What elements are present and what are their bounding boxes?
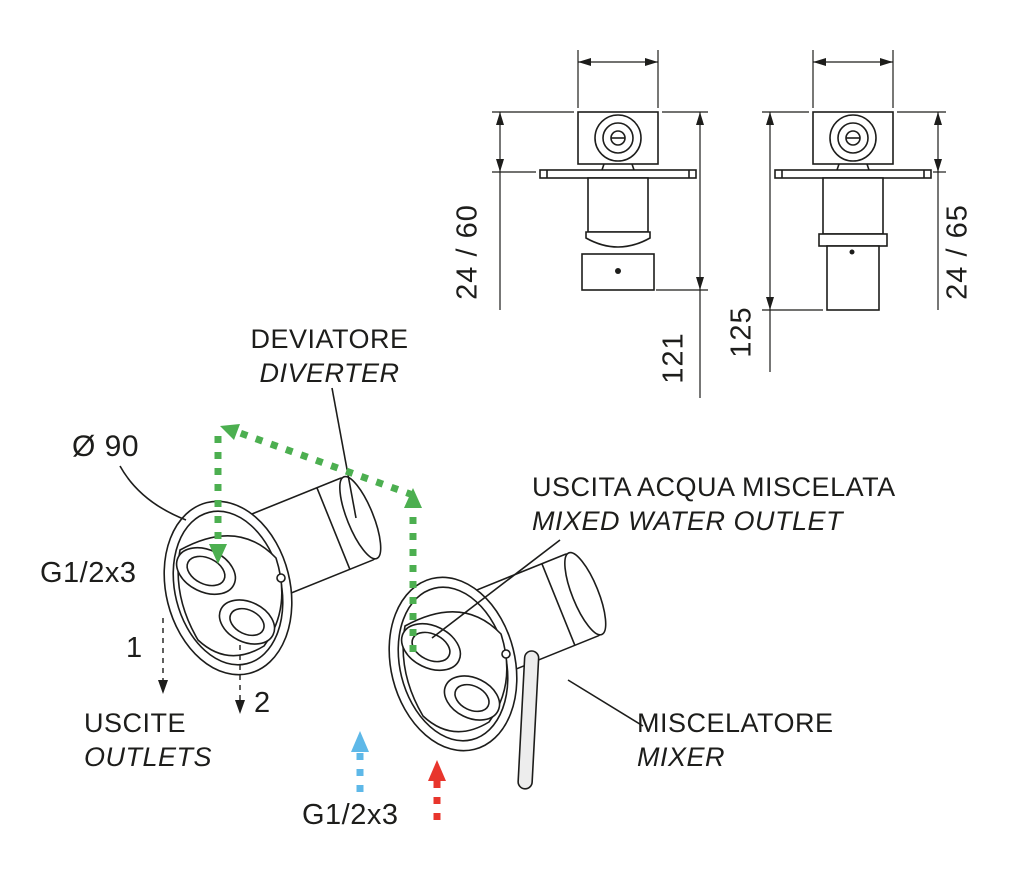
diverter-leader-line: [331, 387, 357, 519]
arrow-up-icon: [428, 760, 446, 781]
outlets-label-en: OUTLETS: [84, 742, 213, 772]
mixer-side-view: [762, 50, 946, 372]
mixer-protrusion-dimension: [897, 111, 946, 310]
outlet-2-label: 2: [254, 687, 271, 719]
diverter-height-dimension: [656, 111, 708, 398]
inlets-thread-label: G1/2x3: [302, 799, 399, 831]
mixed-water-label-it: USCITA ACQUA MISCELATA: [532, 472, 896, 502]
arrow-up-left-icon: [220, 424, 240, 440]
diverter-height-dimension-text: 121: [657, 332, 690, 384]
diverter-top-dimension: [577, 50, 659, 108]
mixer-label-it: MISCELATORE: [637, 708, 834, 738]
flow-arrows: [209, 424, 446, 820]
diverter-callout: DEVIATORE DIVERTER: [237, 322, 422, 390]
diverter-side-view: [492, 50, 708, 398]
mixer-top-dimension: [812, 50, 894, 108]
outlets-callout: USCITE OUTLETS: [84, 706, 212, 774]
diverter-protrusion-dimension-text: 24 / 60: [451, 204, 484, 300]
outlet-arrows: [158, 618, 245, 714]
outlets-thread-label: G1/2x3: [40, 557, 137, 589]
mixer-isometric: [388, 551, 607, 790]
arrow-left-icon: [813, 58, 826, 66]
mixer-label-en: MIXER: [637, 742, 726, 772]
diameter-leader-line: [119, 465, 187, 521]
arrow-right-icon: [880, 58, 893, 66]
mixer-height-dimension: [762, 111, 823, 372]
plate-diameter-label: Ø 90: [72, 430, 140, 463]
arrow-down-icon: [209, 544, 227, 564]
mixer-leader-line: [567, 679, 644, 727]
arrow-right-icon: [645, 58, 658, 66]
diverter-label-en: DIVERTER: [259, 358, 400, 388]
outlets-label-it: USCITE: [84, 708, 187, 738]
mixer-callout: MISCELATORE MIXER: [637, 706, 834, 774]
diverter-label-it: DEVIATORE: [250, 324, 409, 354]
mixer-protrusion-dimension-text: 24 / 65: [941, 204, 974, 300]
arrow-up-icon: [351, 731, 369, 752]
arrow-left-icon: [578, 58, 591, 66]
mixed-water-leader-line: [431, 539, 561, 639]
leader-lines: [119, 387, 644, 727]
mixer-height-dimension-text: 125: [725, 306, 758, 358]
mixed-water-label-en: MIXED WATER OUTLET: [532, 506, 844, 536]
mixer-lever: [517, 650, 540, 790]
arrow-down-icon: [158, 680, 168, 694]
outlet-1-label: 1: [126, 632, 143, 664]
diverter-isometric: [163, 475, 382, 676]
arrow-up-icon: [404, 488, 422, 508]
diverter-protrusion-dimension: [492, 111, 574, 310]
mixed-water-callout: USCITA ACQUA MISCELATA MIXED WATER OUTLE…: [532, 470, 896, 538]
arrow-down-icon: [235, 700, 245, 714]
